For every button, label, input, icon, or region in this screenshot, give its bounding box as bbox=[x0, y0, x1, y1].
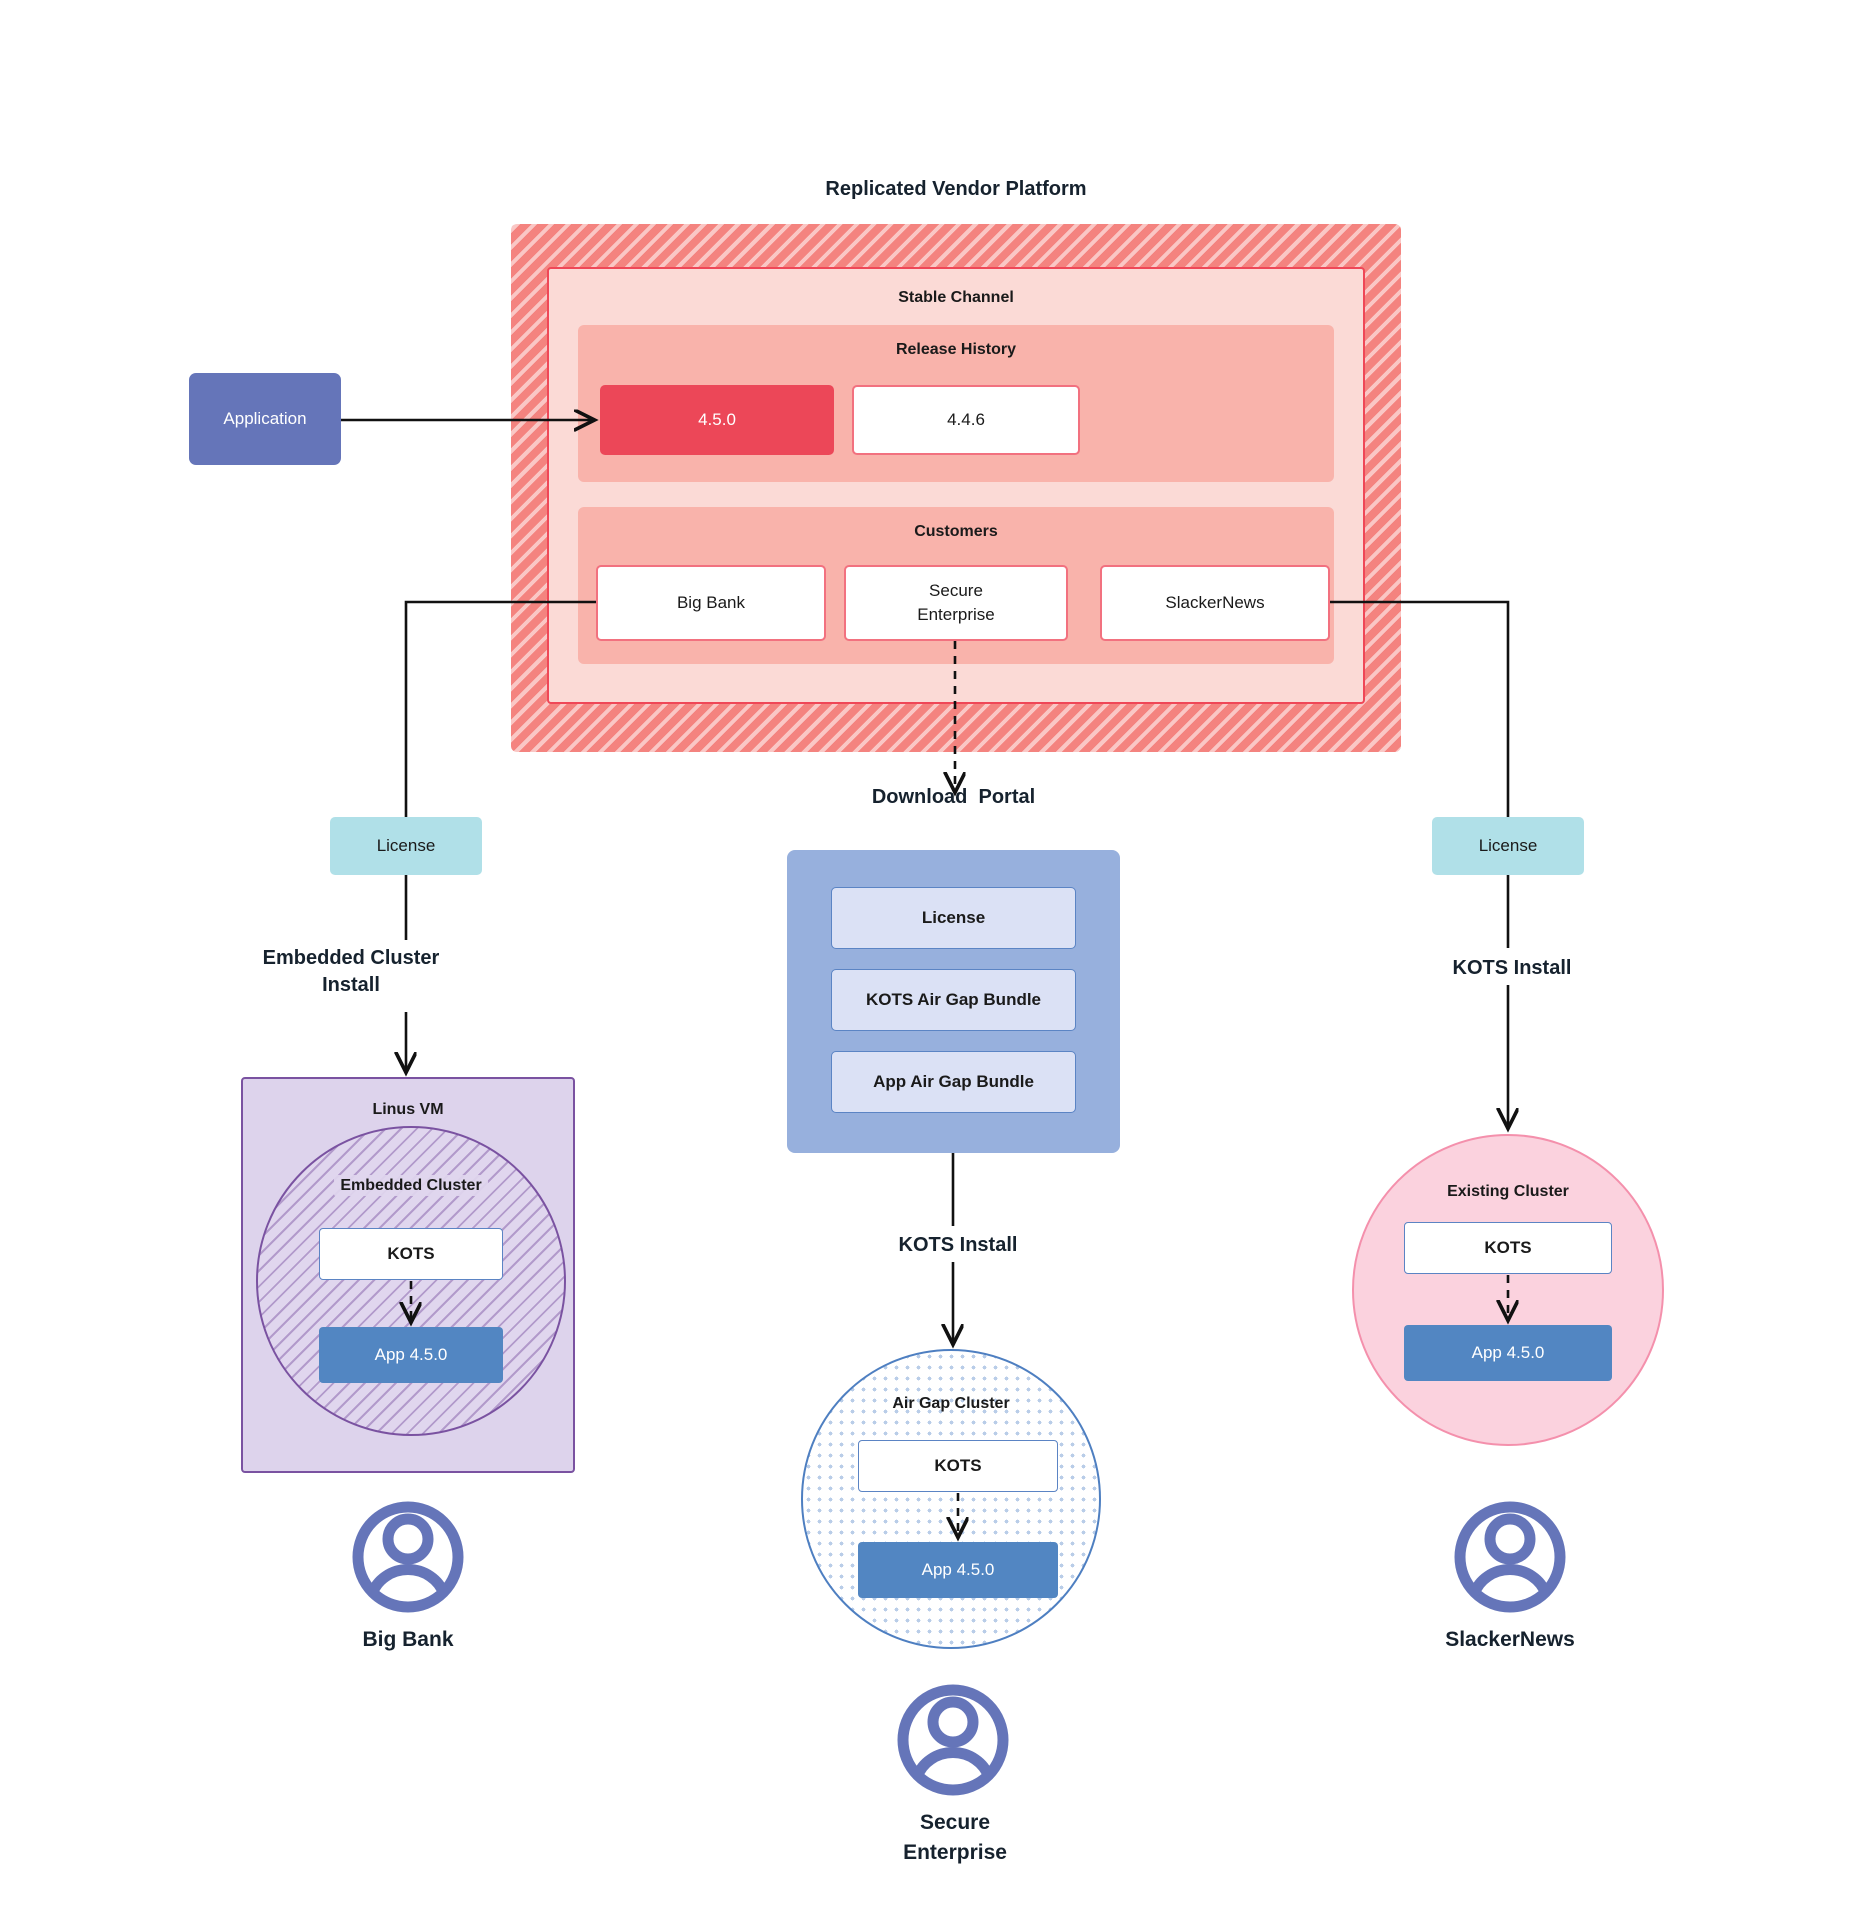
customer-chip-slackernews[interactable]: SlackerNews bbox=[1100, 565, 1330, 641]
kots-chip-airgap[interactable]: KOTS bbox=[858, 1440, 1058, 1492]
customer-chip-label: SlackerNews bbox=[1165, 593, 1265, 612]
avatar-secure-enterprise bbox=[897, 1684, 1009, 1796]
portal-item-app-air-gap-bundle[interactable]: App Air Gap Bundle bbox=[831, 1051, 1076, 1113]
app-chip-existing[interactable]: App 4.5.0 bbox=[1404, 1325, 1612, 1381]
kots-chip-existing[interactable]: KOTS bbox=[1404, 1222, 1612, 1274]
portal-item-kots-air-gap-bundle[interactable]: KOTS Air Gap Bundle bbox=[831, 969, 1076, 1031]
customer-chip-label: Big Bank bbox=[676, 593, 746, 612]
linux-vm-title: Linus VM bbox=[372, 1101, 444, 1118]
release-chip-previous[interactable]: 4.4.6 bbox=[852, 385, 1080, 455]
page-title: Replicated Vendor Platform bbox=[825, 178, 1087, 200]
avatar-big-bank bbox=[352, 1501, 464, 1613]
stable-channel-title: Stable Channel bbox=[898, 289, 1014, 306]
install-label-kots-middle: KOTS Install bbox=[898, 1234, 1018, 1256]
customers-title: Customers bbox=[914, 523, 998, 540]
app-chip-airgap[interactable]: App 4.5.0 bbox=[858, 1542, 1058, 1598]
person-label-big-bank: Big Bank bbox=[362, 1628, 454, 1651]
install-label-kots-right: KOTS Install bbox=[1452, 957, 1572, 979]
license-label: License bbox=[1478, 836, 1538, 855]
kots-chip-embedded[interactable]: KOTS bbox=[319, 1228, 503, 1280]
air-gap-cluster-circle bbox=[801, 1349, 1101, 1649]
person-label-slackernews: SlackerNews bbox=[1445, 1628, 1575, 1651]
air-gap-cluster-title: Air Gap Cluster bbox=[892, 1395, 1010, 1412]
application-label: Application bbox=[223, 409, 307, 428]
embedded-cluster-title: Embedded Cluster bbox=[256, 1175, 566, 1196]
app-chip-embedded[interactable]: App 4.5.0 bbox=[319, 1327, 503, 1383]
embedded-cluster-circle bbox=[256, 1126, 566, 1436]
release-chip-current[interactable]: 4.5.0 bbox=[600, 385, 834, 455]
existing-cluster-circle bbox=[1352, 1134, 1664, 1446]
license-label: License bbox=[376, 836, 436, 855]
customer-chip-big-bank[interactable]: Big Bank bbox=[596, 565, 826, 641]
application-box[interactable]: Application bbox=[189, 373, 341, 465]
license-chip-left[interactable]: License bbox=[330, 817, 482, 875]
release-history-title: Release History bbox=[895, 341, 1017, 358]
download-portal-title: Download Portal bbox=[871, 786, 1036, 808]
portal-item-license[interactable]: License bbox=[831, 887, 1076, 949]
existing-cluster-title: Existing Cluster bbox=[1447, 1183, 1569, 1200]
license-chip-right[interactable]: License bbox=[1432, 817, 1584, 875]
avatar-slackernews bbox=[1454, 1501, 1566, 1613]
